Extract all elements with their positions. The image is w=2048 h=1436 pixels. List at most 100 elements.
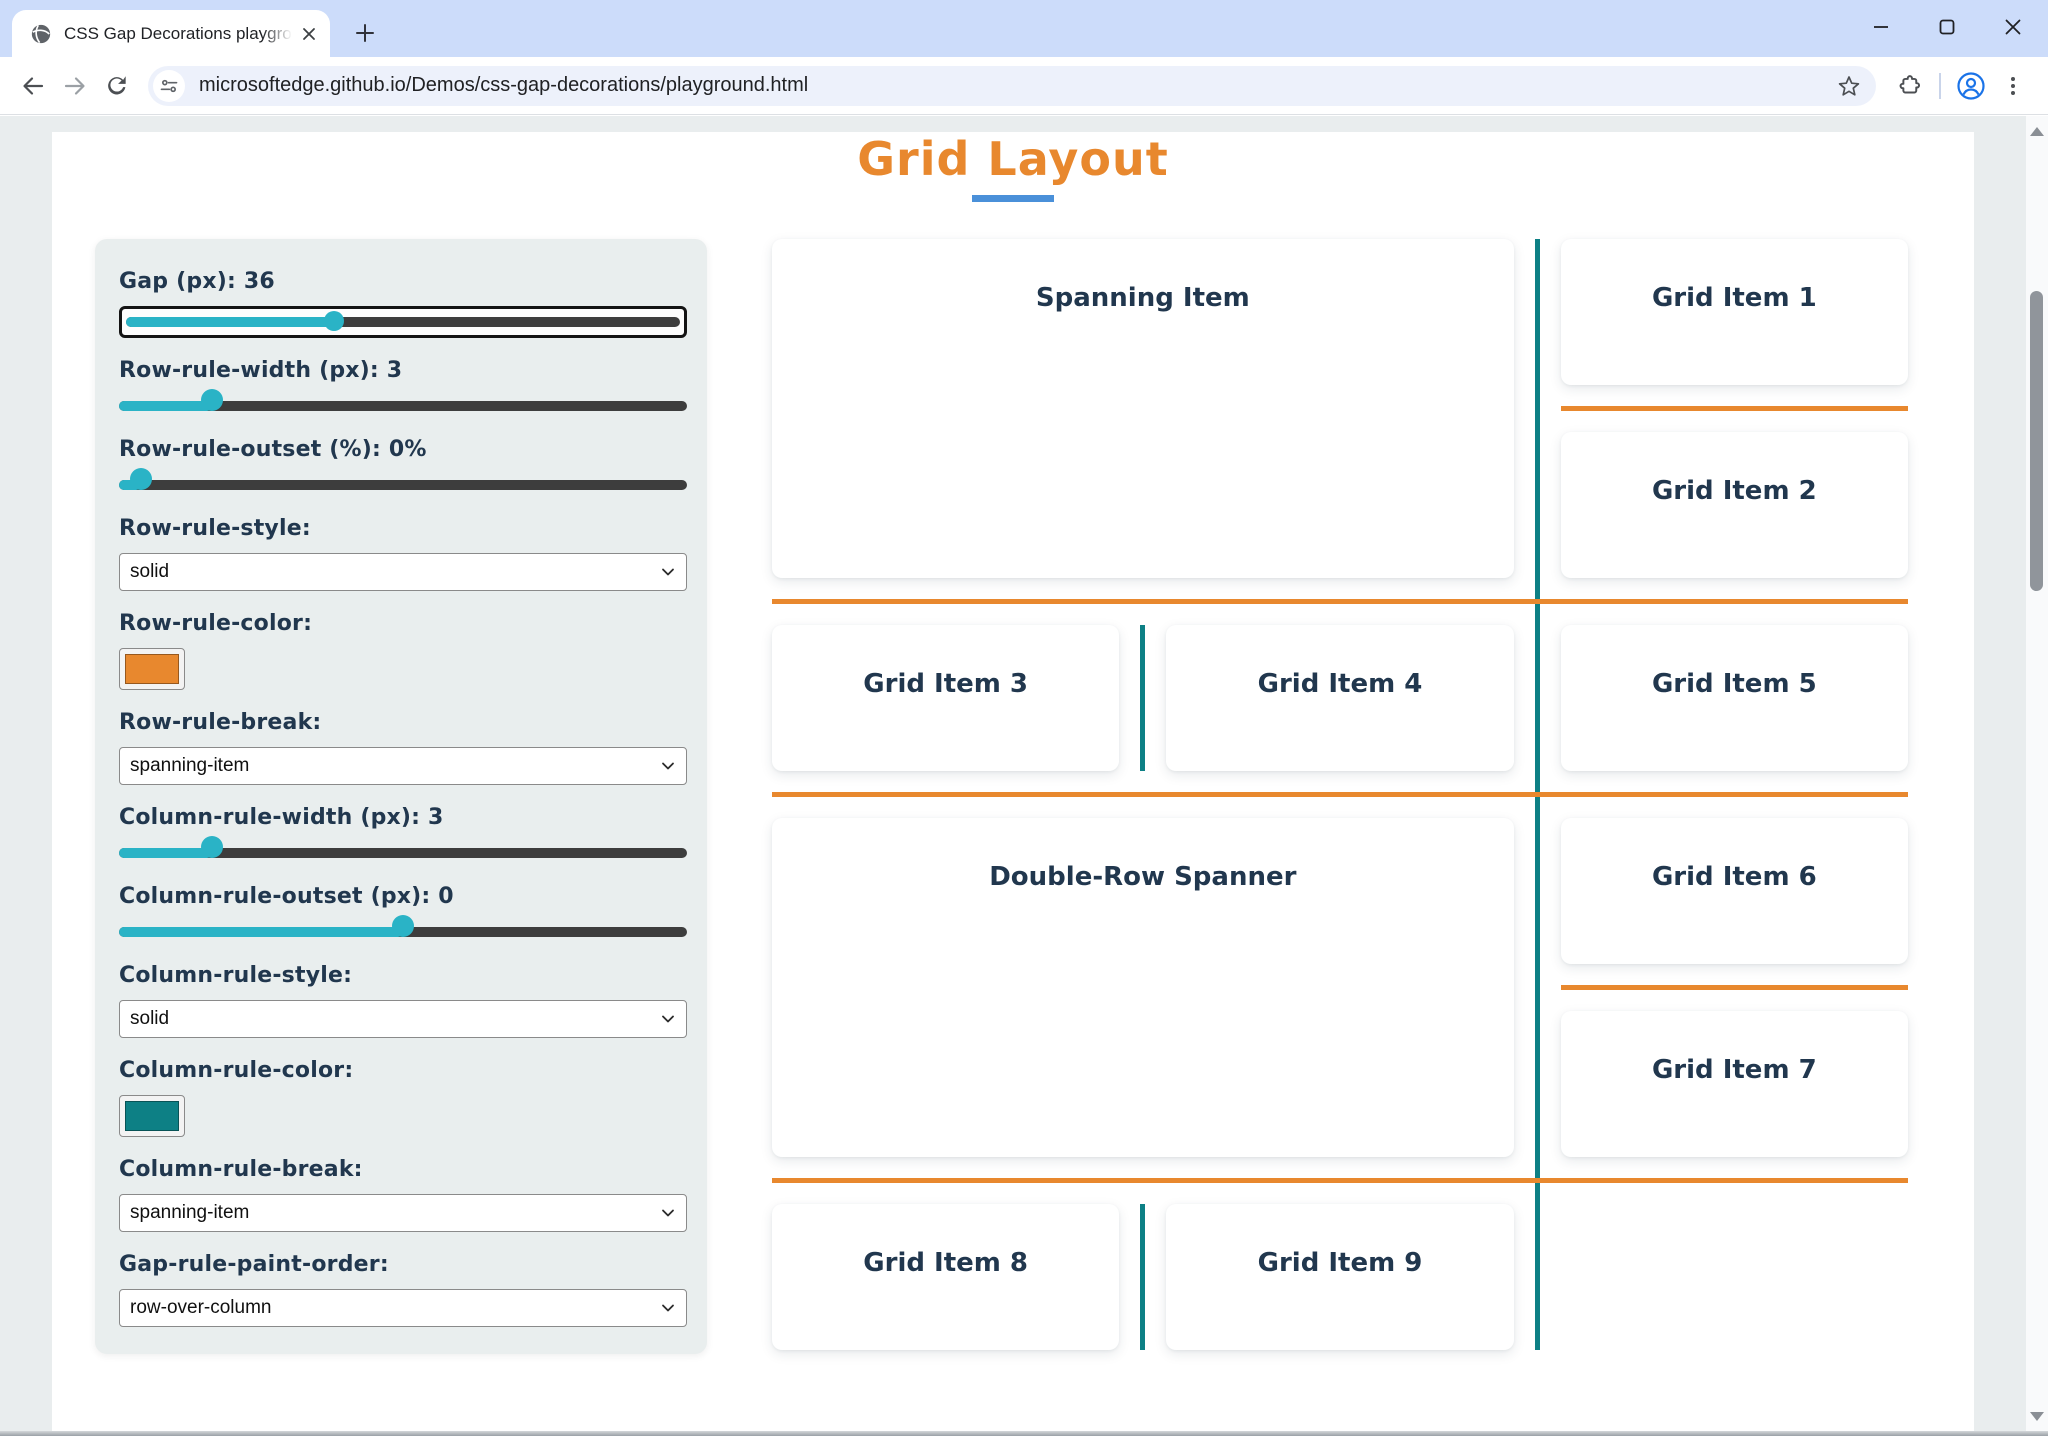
slider-track[interactable] bbox=[119, 401, 687, 411]
globe-favicon-icon bbox=[30, 23, 52, 45]
grid-item-card: Grid Item 8 bbox=[772, 1204, 1120, 1350]
grid-item-card: Grid Item 9 bbox=[1166, 1204, 1514, 1350]
menu-button[interactable] bbox=[1992, 65, 2034, 107]
control-label-column-rule-outset: Column-rule-outset (px): 0 bbox=[119, 884, 454, 909]
control-label-gap-rule-paint-order: Gap-rule-paint-order: bbox=[119, 1252, 389, 1277]
address-bar[interactable]: microsoftedge.github.io/Demos/css-gap-de… bbox=[148, 65, 1876, 106]
slider-track[interactable] bbox=[126, 317, 680, 327]
grid-item-label: Spanning Item bbox=[1035, 283, 1250, 313]
back-button[interactable] bbox=[12, 65, 54, 107]
control-group-row-rule-break: Row-rule-break: spanning-item bbox=[119, 710, 687, 785]
vertical-scrollbar[interactable] bbox=[2026, 116, 2048, 1431]
control-label-row-rule-color: Row-rule-color: bbox=[119, 611, 313, 636]
reload-button[interactable] bbox=[96, 65, 138, 107]
grid-item-label: Grid Item 6 bbox=[1651, 862, 1817, 892]
window-controls bbox=[1860, 8, 2034, 46]
forward-arrow-icon bbox=[61, 72, 89, 100]
slider-fill bbox=[119, 848, 212, 858]
column-rule-break-select[interactable]: spanning-item bbox=[119, 1194, 687, 1232]
triangle-down-icon bbox=[2030, 1411, 2044, 1421]
browser-toolbar: microsoftedge.github.io/Demos/css-gap-de… bbox=[0, 57, 2048, 115]
swatch-color bbox=[125, 1101, 179, 1131]
row-rule-decoration bbox=[772, 599, 1908, 604]
slider-thumb[interactable] bbox=[129, 468, 152, 490]
grid-item-label: Grid Item 5 bbox=[1651, 669, 1817, 699]
grid-item-label: Grid Item 8 bbox=[863, 1248, 1029, 1278]
grid-item-card: Grid Item 4 bbox=[1166, 625, 1514, 771]
control-group-row-rule-style: Row-rule-style: solid bbox=[119, 516, 687, 591]
slider-track[interactable] bbox=[119, 848, 687, 858]
column-rule-decoration bbox=[1140, 625, 1146, 771]
control-group-row-rule-width: Row-rule-width (px): 3 bbox=[119, 358, 687, 417]
minimize-button[interactable] bbox=[1860, 8, 1902, 46]
back-arrow-icon bbox=[19, 72, 47, 100]
window-bottom-border bbox=[0, 1431, 2048, 1436]
grid-item-label: Grid Item 1 bbox=[1651, 283, 1817, 313]
maximize-icon bbox=[1936, 16, 1958, 38]
row-rule-break-select[interactable]: spanning-item bbox=[119, 747, 687, 785]
forward-button[interactable] bbox=[54, 65, 96, 107]
tab-title-fade bbox=[262, 21, 292, 46]
grid-item-label: Grid Item 3 bbox=[863, 669, 1029, 699]
slider-thumb[interactable] bbox=[200, 836, 223, 858]
column-rule-style-select[interactable]: solid bbox=[119, 1000, 687, 1038]
triangle-up-icon bbox=[2030, 126, 2044, 136]
browser-tab[interactable]: CSS Gap Decorations playgroun bbox=[12, 10, 330, 57]
column-rule-color-swatch[interactable] bbox=[119, 1095, 185, 1137]
control-label-row-rule-style: Row-rule-style: bbox=[119, 516, 311, 541]
slider-track[interactable] bbox=[119, 480, 687, 490]
control-group-row-rule-color: Row-rule-color: bbox=[119, 611, 687, 690]
close-window-button[interactable] bbox=[1992, 8, 2034, 46]
control-label-column-rule-style: Column-rule-style: bbox=[119, 963, 353, 988]
scroll-up-button[interactable] bbox=[2026, 118, 2048, 144]
toolbar-separator bbox=[1939, 72, 1941, 99]
row-rule-outset-slider[interactable] bbox=[119, 468, 687, 496]
select-value: row-over-column bbox=[130, 1297, 272, 1318]
slider-focus-ring bbox=[119, 306, 687, 338]
column-rule-width-slider[interactable] bbox=[119, 836, 687, 864]
page-title: Grid Layout bbox=[857, 132, 1169, 186]
slider-thumb[interactable] bbox=[200, 389, 223, 411]
puzzle-icon bbox=[1896, 73, 1922, 99]
row-rule-style-select[interactable]: solid bbox=[119, 553, 687, 591]
new-tab-button[interactable] bbox=[348, 16, 382, 50]
profile-avatar-icon bbox=[1956, 71, 1986, 101]
scroll-down-button[interactable] bbox=[2026, 1403, 2048, 1429]
gap-rule-paint-order-select[interactable]: row-over-column bbox=[119, 1289, 687, 1327]
url-text: microsoftedge.github.io/Demos/css-gap-de… bbox=[199, 74, 809, 96]
grid-item-card: Grid Item 3 bbox=[772, 625, 1120, 771]
control-group-gap-rule-paint-order: Gap-rule-paint-order: row-over-column bbox=[119, 1252, 687, 1327]
site-info-button[interactable] bbox=[153, 69, 185, 102]
tab-strip: CSS Gap Decorations playgroun bbox=[0, 0, 2048, 57]
grid-item-card: Grid Item 7 bbox=[1560, 1011, 1908, 1157]
close-icon bbox=[2002, 16, 2024, 38]
control-label-row-rule-break: Row-rule-break: bbox=[119, 710, 322, 735]
column-rule-decoration bbox=[1140, 1204, 1146, 1350]
gap-slider[interactable] bbox=[126, 311, 680, 331]
tab-close-button[interactable] bbox=[296, 21, 322, 47]
row-rule-decoration bbox=[1560, 985, 1908, 990]
row-rule-color-swatch[interactable] bbox=[119, 648, 185, 690]
star-icon bbox=[1837, 74, 1861, 98]
control-group-column-rule-break: Column-rule-break:spanning-item bbox=[119, 1157, 687, 1232]
close-icon bbox=[301, 26, 317, 42]
slider-fill bbox=[126, 317, 334, 327]
scrollbar-thumb[interactable] bbox=[2030, 291, 2043, 591]
grid-item-card: Double-Row Spanner bbox=[772, 818, 1514, 1157]
grid-item-label: Grid Item 4 bbox=[1257, 669, 1423, 699]
plus-icon bbox=[353, 21, 377, 45]
extensions-button[interactable] bbox=[1888, 65, 1930, 107]
column-rule-outset-slider[interactable] bbox=[119, 915, 687, 943]
bookmark-star-button[interactable] bbox=[1832, 69, 1866, 103]
slider-thumb[interactable] bbox=[392, 915, 414, 937]
tab-title: CSS Gap Decorations playgroun bbox=[64, 23, 292, 43]
slider-thumb[interactable] bbox=[323, 311, 344, 331]
maximize-button[interactable] bbox=[1926, 8, 1968, 46]
row-rule-width-slider[interactable] bbox=[119, 389, 687, 417]
grid-item-card: Grid Item 5 bbox=[1560, 625, 1908, 771]
profile-button[interactable] bbox=[1950, 65, 1992, 107]
